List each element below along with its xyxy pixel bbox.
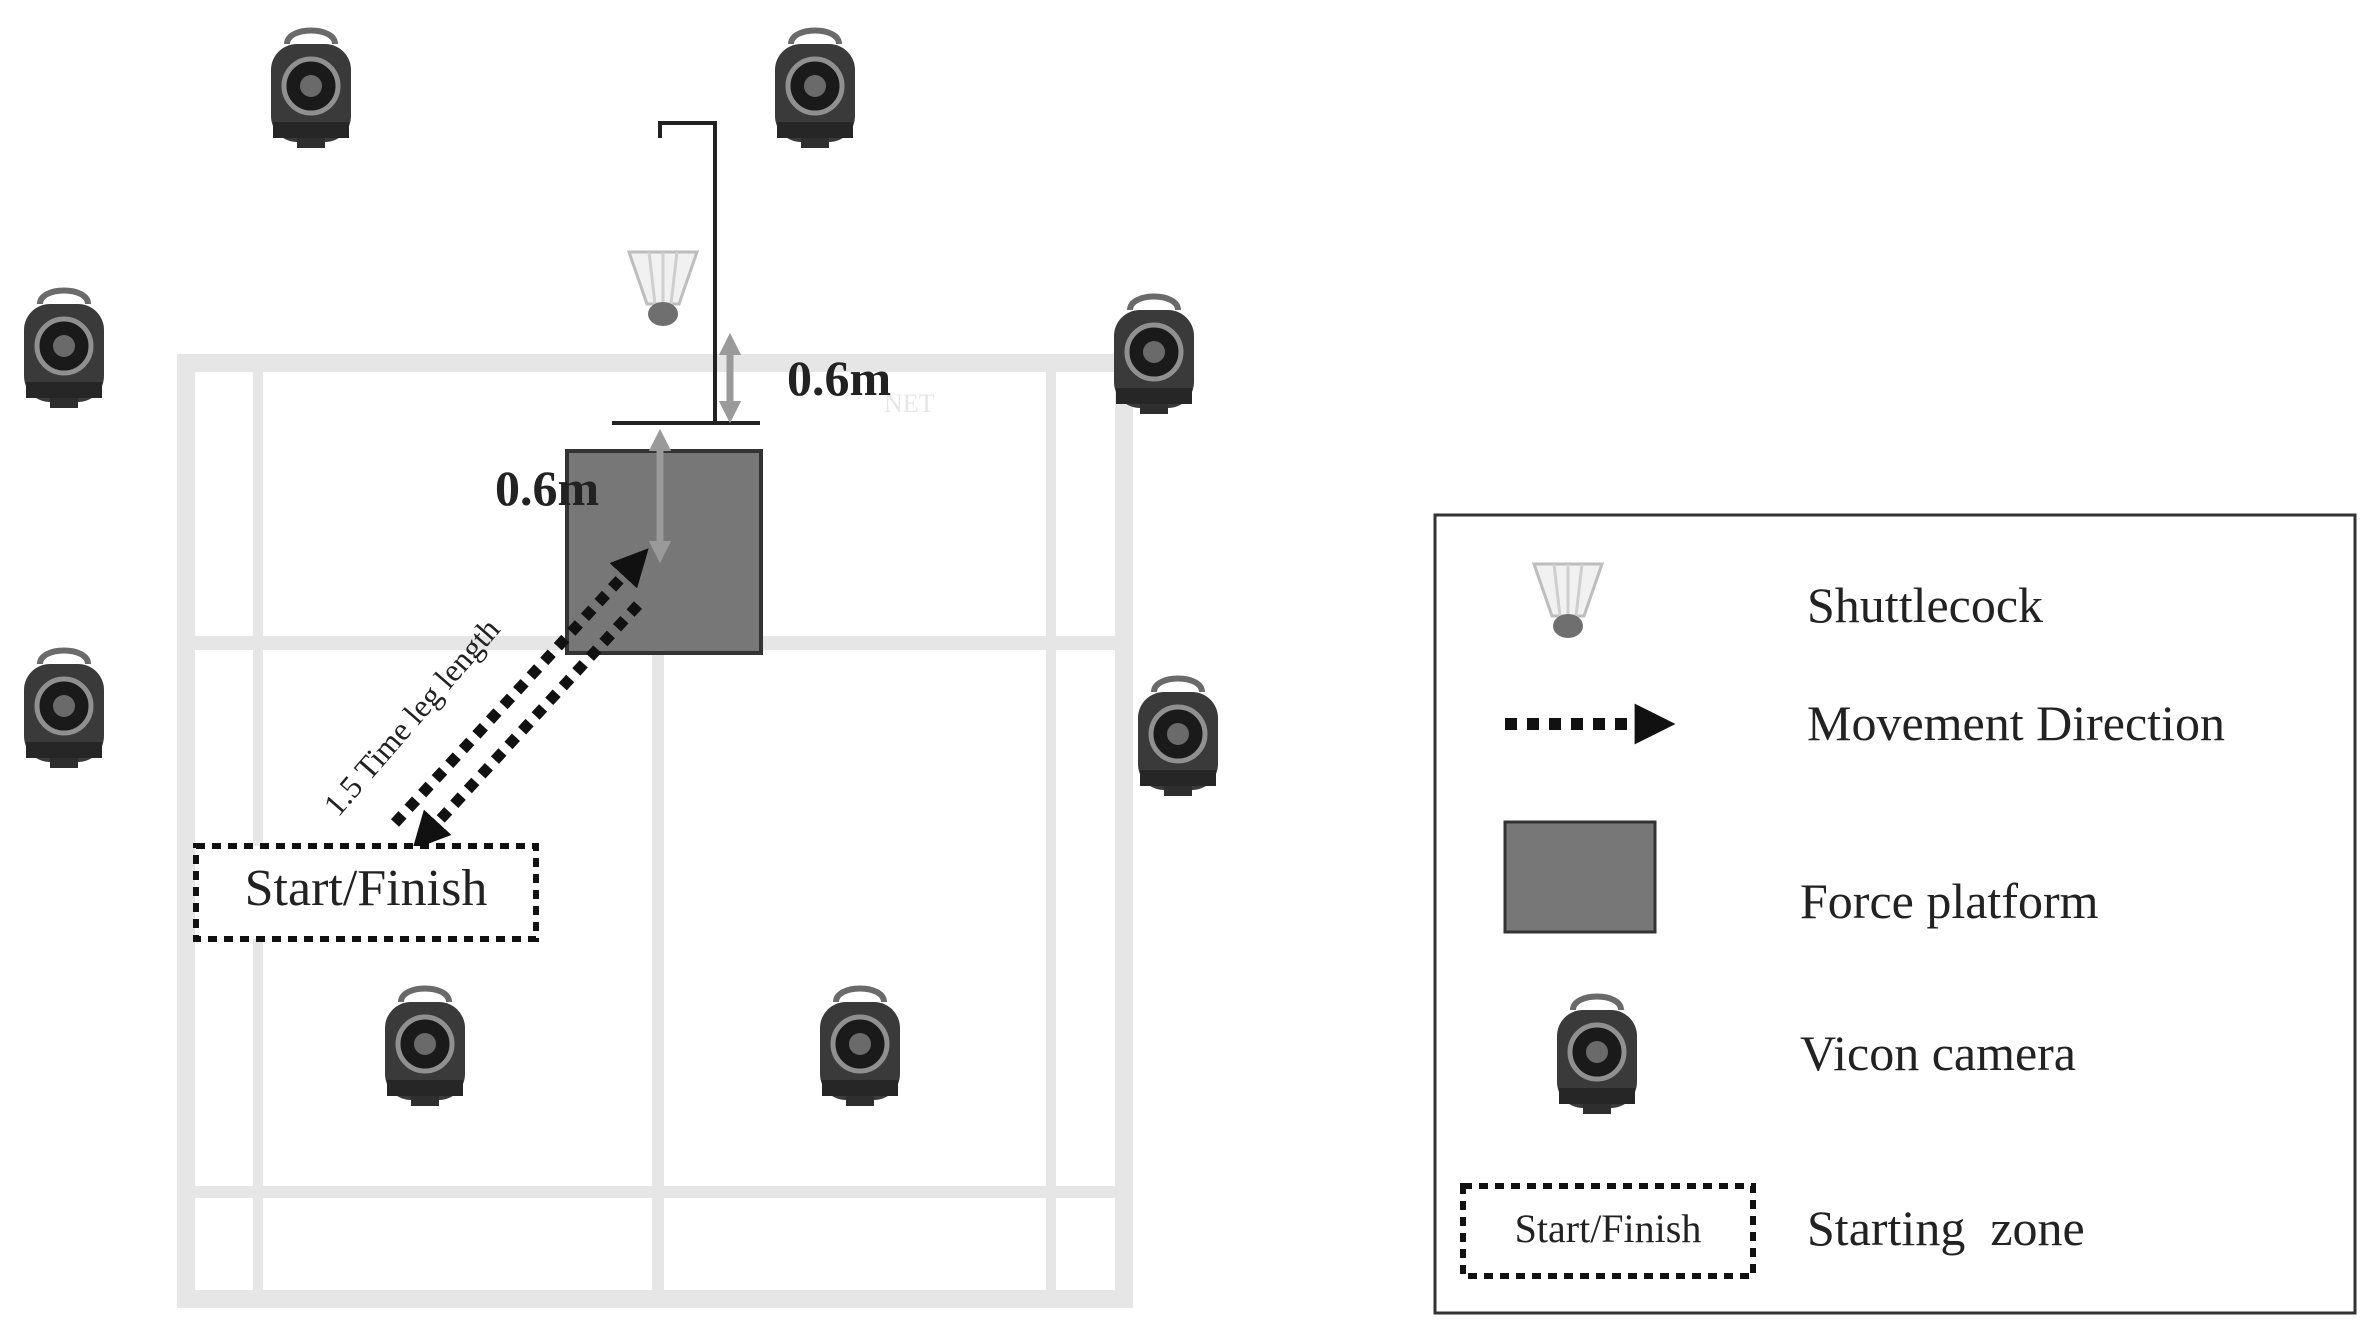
dotted-box-icon [1460,1183,1756,1279]
legend-item-shuttlecock: Shuttlecock [1532,562,2043,640]
vicon-camera-icon [1114,297,1194,415]
net-label: NET [884,389,935,418]
legend-label-force-platform: Force platform [1800,873,2099,929]
vicon-camera-icon [1138,679,1218,797]
legend-label-shuttlecock: Shuttlecock [1807,577,2043,633]
shuttle-stand [612,121,760,425]
hanging-shuttlecock-icon [627,250,699,328]
legend-label-vicon-camera: Vicon camera [1800,1025,2076,1081]
start-finish-label: Start/Finish [245,860,488,917]
legend-label-movement-direction: Movement Direction [1807,695,2225,751]
legend: Shuttlecock Movement Direction Force pla… [1433,513,2357,1315]
legend-item-vicon-camera: Vicon camera [1557,997,2076,1115]
legend-item-starting-zone: Start/Finish Starting zone [1460,1183,2085,1279]
legend-label-starting-zone: Starting zone [1807,1200,2085,1256]
platform-size-label: 0.6m [495,460,599,516]
start-finish-zone [193,843,539,942]
vicon-camera-icon [775,31,855,149]
camera-icon [1557,997,1637,1115]
vicon-camera-icon [24,651,104,769]
vicon-camera-icon [385,989,465,1107]
gray-square-icon [1503,820,1657,934]
vicon-camera-icon [24,291,104,409]
legend-start-finish-sample: Start/Finish [1515,1206,1702,1251]
badminton-court: NET [177,354,1133,1308]
movement-arrow-return [412,601,643,850]
vicon-camera-icon [820,989,900,1107]
legend-item-movement-direction: Movement Direction [1505,695,2225,751]
legend-item-force-platform: Force platform [1503,820,2099,934]
vicon-camera-icon [271,31,351,149]
height-label: 0.6m [787,350,891,406]
